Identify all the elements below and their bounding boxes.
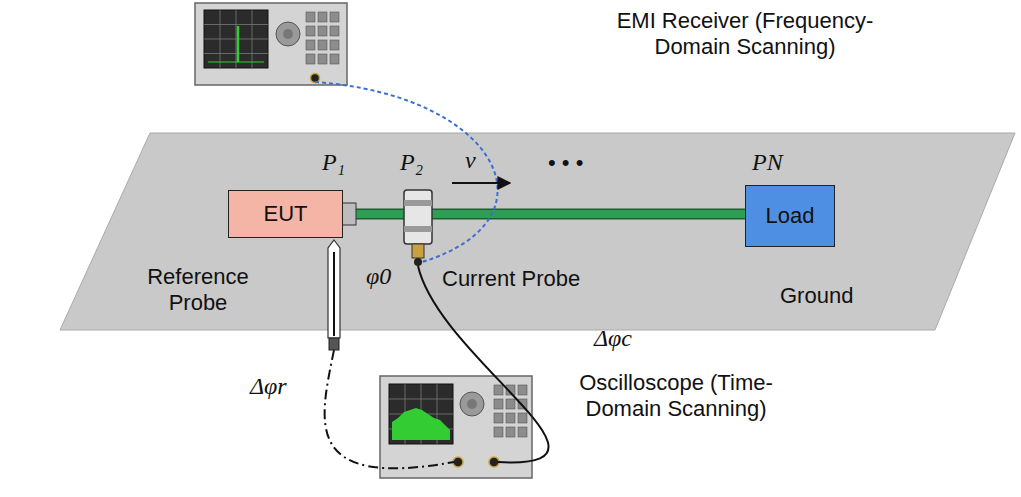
oscilloscope-instrument (518, 427, 527, 437)
emi-receiver-instrument (306, 54, 315, 64)
emi-receiver-instrument (204, 10, 268, 68)
emi-receiver-instrument (276, 22, 300, 46)
emi-receiver-instrument (306, 26, 315, 36)
oscilloscope-instrument (467, 399, 477, 409)
current-probe (404, 190, 432, 244)
emi-receiver-instrument (330, 40, 339, 50)
probe-label: Reference Probe (138, 264, 258, 317)
phase-label: Δφr (250, 372, 287, 401)
ground-outline (60, 133, 1015, 330)
probe-label: Current Probe (442, 266, 580, 292)
emi-receiver-instrument (330, 54, 339, 64)
emi-receiver-instrument (252, 10, 253, 68)
eut-box: EUT (228, 190, 343, 238)
velocity-label: v (465, 146, 476, 175)
emi-receiver-instrument (237, 26, 240, 62)
emi-receiver-instrument (318, 40, 327, 50)
instrument-label: Oscilloscope (Time-Domain Scanning) (545, 370, 807, 423)
oscilloscope-instrument (494, 427, 503, 437)
oscilloscope-instrument (506, 413, 515, 423)
emi-receiver-instrument (311, 74, 320, 83)
oscilloscope-instrument (518, 399, 527, 409)
point-label: PN (752, 148, 783, 177)
reference-cable (325, 350, 454, 468)
reference-probe (328, 240, 340, 350)
emi-receiver-instrument (204, 39, 268, 40)
oscilloscope-instrument (389, 384, 453, 444)
velocity-arrow (452, 182, 510, 184)
emi-receiver-instrument (318, 54, 327, 64)
emi-receiver-instrument (330, 26, 339, 36)
reference-probe (329, 338, 339, 350)
emi-receiver-instrument (195, 3, 347, 85)
instrument-label: EMI Receiver (Frequency-Domain Scanning) (590, 8, 900, 61)
current-probe (414, 258, 422, 266)
emi-receiver-instrument (208, 61, 264, 62)
oscilloscope-instrument (389, 384, 453, 444)
emi-receiver-instrument (283, 29, 293, 39)
emi-receiver-instrument (195, 3, 347, 85)
load-box: Load (745, 185, 835, 247)
emi-receiver-instrument (306, 12, 339, 64)
phase-label: φ0 (366, 262, 391, 291)
oscilloscope-instrument (489, 457, 499, 467)
oscilloscope-instrument (506, 399, 515, 409)
box-label: EUT (264, 201, 308, 227)
ellipsis-label: • • • (548, 150, 583, 176)
oscilloscope-instrument (494, 385, 503, 395)
eut-connector (342, 203, 356, 225)
reference-probe (333, 252, 335, 336)
oscilloscope-instrument (494, 413, 503, 423)
emi-receiver-instrument (204, 10, 268, 68)
current-probe (412, 244, 424, 258)
oscilloscope-instrument (518, 413, 527, 423)
oscilloscope-instrument (392, 408, 450, 440)
reference-probe (328, 240, 340, 338)
current-probe (404, 226, 432, 232)
point-label: P₁ (322, 148, 345, 177)
ground-label: Ground (780, 283, 853, 309)
point-label: P₂ (400, 148, 423, 177)
oscilloscope-instrument (494, 399, 503, 409)
emi-receiver-instrument (318, 26, 327, 36)
emi-receiver-instrument (318, 12, 327, 22)
emi-receiver-instrument (306, 12, 315, 22)
box-label: Load (766, 203, 815, 229)
oscilloscope-instrument (453, 457, 463, 467)
phase-label: Δφc (594, 324, 632, 353)
emi-receiver-instrument (204, 53, 268, 54)
oscilloscope-instrument (460, 392, 484, 416)
emi-receiver-instrument (306, 40, 315, 50)
oscilloscope-instrument (506, 427, 515, 437)
emi-receiver-instrument (330, 12, 339, 22)
current-probe (404, 200, 432, 206)
oscilloscope-instrument (518, 385, 527, 395)
